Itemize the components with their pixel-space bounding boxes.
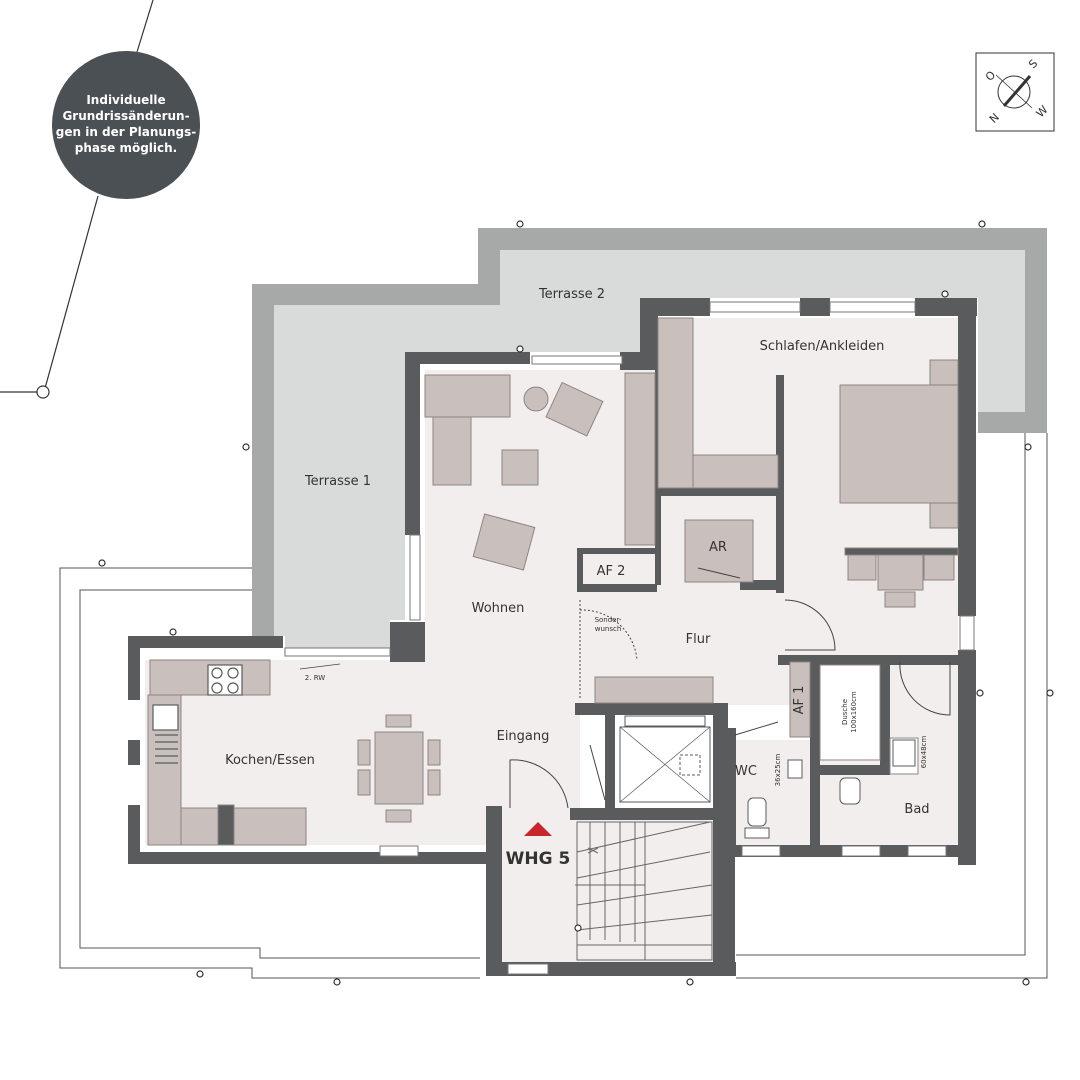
callout-bubble [52, 51, 200, 199]
walls [128, 298, 977, 976]
label-wohnen: Wohnen [472, 601, 525, 616]
annotation-wb-wc: 36x25cm [774, 754, 782, 787]
label-terrasse-2: Terrasse 2 [538, 287, 605, 302]
annotations: Sonder- wunsch 2. RW Dusche 100x160cm 36… [299, 616, 928, 787]
label-wc: WC [735, 764, 757, 779]
terrace-1 [252, 284, 640, 650]
annotation-wb-bad: 60x48cm [920, 736, 928, 769]
entrance-triangle-icon [524, 822, 552, 836]
doors [509, 567, 951, 809]
label-flur: Flur [686, 632, 711, 647]
kitchen-fixtures [152, 664, 243, 764]
label-af1: AF 1 [792, 686, 807, 715]
callout-line-1: Individuelle [86, 93, 165, 107]
marker-dots [98, 220, 1054, 986]
annotation-dusche-1: Dusche [841, 699, 849, 725]
label-af2: AF 2 [597, 564, 626, 579]
bath-fixtures [619, 715, 916, 839]
label-kochen: Kochen/Essen [225, 753, 315, 768]
room-labels: Terrasse 2 Terrasse 1 Schlafen/Ankleiden… [225, 287, 929, 817]
callout: Individuelle Grundrissänderun- gen in de… [0, 0, 200, 399]
windows [284, 301, 975, 975]
label-ar: AR [709, 540, 727, 555]
unit-marker: WHG 5 [506, 822, 571, 869]
annotation-sonderwunsch-1: Sonder- [595, 616, 622, 624]
annotation-sonderwunsch-2: wunsch [595, 625, 622, 633]
label-terrasse-1: Terrasse 1 [304, 474, 371, 489]
label-bad: Bad [904, 802, 929, 817]
callout-line-3: gen in der Planungs- [56, 125, 196, 139]
unit-label: WHG 5 [506, 849, 571, 869]
label-schlafen: Schlafen/Ankleiden [760, 339, 885, 354]
staircase [575, 821, 713, 961]
label-eingang: Eingang [497, 729, 550, 744]
property-lines [59, 433, 1048, 979]
terrace-2 [478, 228, 1047, 433]
callout-line-4: phase möglich. [75, 141, 177, 155]
annotation-dusche-2: 100x160cm [850, 691, 858, 733]
annotation-rw: 2. RW [305, 674, 325, 682]
callout-line-2: Grundrissänderun- [62, 109, 189, 123]
compass-icon: O S W N [975, 52, 1055, 132]
